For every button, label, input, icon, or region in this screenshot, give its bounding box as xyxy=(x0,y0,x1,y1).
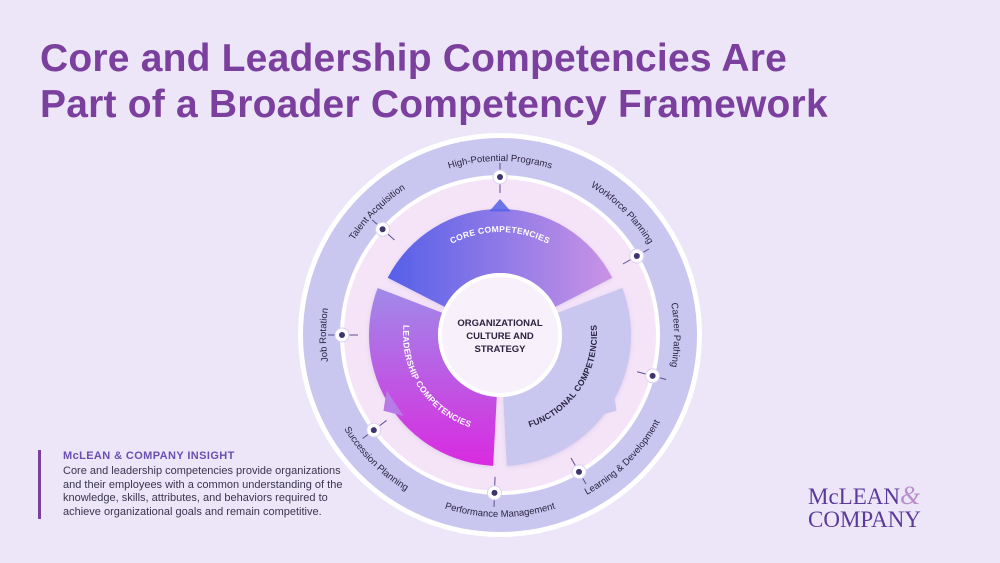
center-circle xyxy=(442,277,558,393)
core-pointer xyxy=(489,199,511,212)
title-line-1: Core and Leadership Competencies Are xyxy=(40,37,787,80)
leadership-pointer xyxy=(383,390,404,416)
node-dot xyxy=(339,332,345,338)
node-dot xyxy=(497,174,503,180)
center-line: STRATEGY xyxy=(474,344,526,355)
page-title: Core and Leadership Competencies Are Par… xyxy=(40,36,940,128)
insight-callout: McLEAN & COMPANY INSIGHT Core and leader… xyxy=(38,450,348,520)
insight-body: Core and leadership competencies provide… xyxy=(63,465,343,518)
company-logo: McLEAN& COMPANY xyxy=(808,481,921,532)
logo-line-1: McLEAN& xyxy=(808,481,921,510)
functional-pointer xyxy=(596,390,617,416)
outer-label-6: Job Rotation xyxy=(318,307,331,363)
logo-ampersand: & xyxy=(899,481,921,510)
segment-leadership xyxy=(369,288,497,466)
node-dot xyxy=(491,489,498,496)
segment-functional xyxy=(503,288,631,466)
title-line-2: Part of a Broader Competency Framework xyxy=(40,83,828,126)
center-line: ORGANIZATIONAL xyxy=(457,318,543,329)
center-label: ORGANIZATIONAL CULTURE AND STRATEGY xyxy=(457,318,543,355)
logo-word-1: McLEAN xyxy=(808,484,900,509)
outer-label-2: Career Pathing xyxy=(668,302,682,368)
node-dot xyxy=(379,226,386,233)
node-dot xyxy=(370,427,377,434)
segment-core xyxy=(387,208,613,307)
node-dot xyxy=(633,253,640,259)
logo-line-2: COMPANY xyxy=(808,507,921,532)
node-dot xyxy=(649,372,656,379)
insight-heading: McLEAN & COMPANY INSIGHT xyxy=(63,450,235,462)
center-line: CULTURE AND xyxy=(466,331,534,342)
node-dot xyxy=(576,468,582,475)
